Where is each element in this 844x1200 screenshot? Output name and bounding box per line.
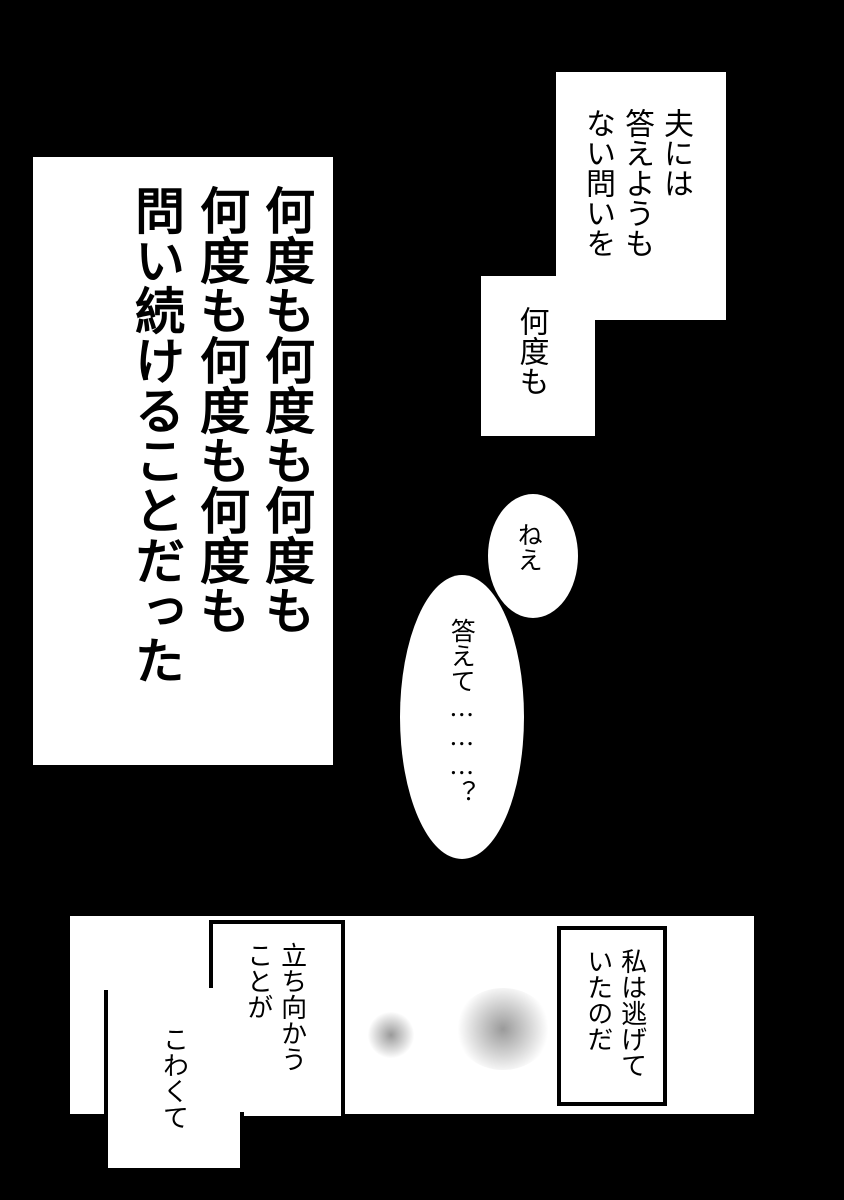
- bokeh-light-small: [368, 1012, 414, 1058]
- caption-right-text: 私は逃げて いたのだ: [582, 948, 647, 1078]
- bokeh-light-large: [455, 988, 551, 1070]
- caption-left-lower-text: こわくて: [158, 1026, 189, 1130]
- speech-bubble-small-text: ねえ: [514, 522, 544, 572]
- big-caption-text: 何度も何度も何度も 何度も何度も何度も 問い続けることだった: [127, 185, 315, 685]
- speech-bubble-small: [488, 494, 578, 618]
- caption-lower-text: 何度も: [513, 306, 549, 396]
- caption-box-right: [557, 926, 667, 1106]
- caption-upper-text: 夫には 答えようも ない問いを: [580, 108, 693, 258]
- speech-bubble-large: [400, 575, 524, 859]
- caption-box-lower: [481, 276, 595, 436]
- caption-box-left-join: [108, 988, 341, 1112]
- big-caption-box: [33, 157, 333, 765]
- speech-bubble-large-text: 答えて………？: [447, 618, 477, 805]
- caption-left-upper-text: 立ち向かう ことが: [242, 942, 307, 1072]
